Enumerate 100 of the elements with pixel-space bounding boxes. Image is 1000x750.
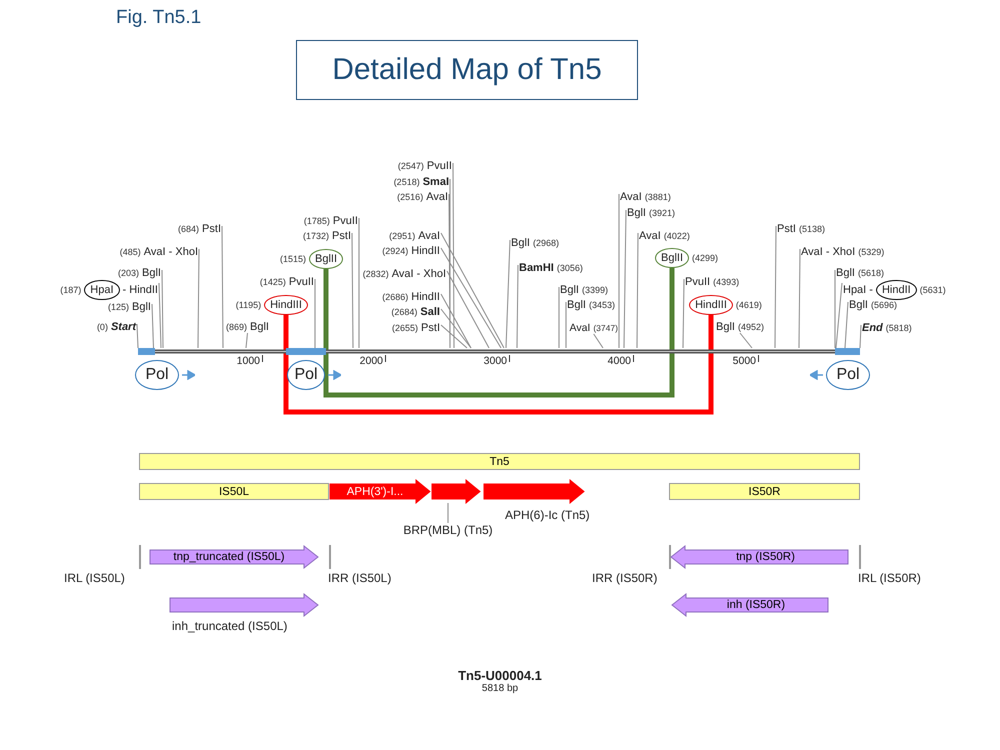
- axis-tick-label: 1000: [236, 355, 260, 367]
- site-position: (5618): [858, 268, 884, 278]
- site-position: (1195): [236, 300, 262, 310]
- site-position: (3056): [556, 263, 583, 273]
- site-position: (3747): [593, 323, 618, 333]
- sequence-backbone: [138, 348, 860, 355]
- enzyme-name: BglI: [132, 301, 151, 313]
- site-position: (2516): [397, 192, 424, 202]
- enzyme-name: BglI: [849, 299, 868, 311]
- enzyme-name: PstI: [777, 223, 796, 235]
- feature-bar: Tn5: [139, 453, 860, 470]
- repeat-label: IRL (IS50L): [64, 571, 125, 585]
- site-position: (187): [60, 285, 82, 295]
- leader-line: [452, 162, 454, 348]
- circled-site-label: BglII: [308, 249, 343, 269]
- circled-site-label: BglII: [654, 248, 689, 268]
- site-position: (5631): [920, 285, 946, 295]
- site-position: (2547): [398, 161, 424, 171]
- leader-line: [440, 294, 472, 348]
- enzyme-name: AvaI: [639, 230, 661, 242]
- site-position: (1425): [260, 277, 286, 287]
- leader-line: [624, 210, 626, 348]
- leader-line: [636, 232, 638, 348]
- enzyme-name: AvaI: [426, 191, 448, 203]
- leader-line: [440, 308, 472, 348]
- enzyme-name: BglI: [567, 299, 586, 311]
- site-position: (125): [108, 302, 130, 312]
- enzyme-name: AvaI - XhoI: [392, 268, 446, 280]
- enzyme-name: HindII: [411, 291, 440, 303]
- enzyme-name: HpaI -: [843, 284, 873, 296]
- leader-line: [158, 282, 162, 348]
- site-position: (2832): [362, 269, 389, 279]
- axis-tick-label: 5000: [732, 355, 756, 367]
- feature-bar: IS50R: [669, 483, 860, 500]
- site-position: (4619): [736, 300, 762, 310]
- site-position: (2924): [382, 246, 408, 256]
- fragment-bracket-line: [324, 268, 674, 398]
- gene-feature: tnp_truncated (IS50L): [150, 546, 318, 568]
- axis-tick-label: 2000: [360, 355, 383, 367]
- feature-bar: IS50L: [139, 483, 329, 500]
- site-position: (4393): [713, 277, 740, 287]
- leader-line: [352, 232, 354, 348]
- enzyme-name: AvaI - XhoI: [144, 246, 198, 258]
- site-position: (0): [96, 322, 108, 332]
- leader-line: [774, 226, 776, 348]
- enzyme-name: PstI: [421, 322, 440, 334]
- site-position: (3881): [644, 192, 671, 202]
- leader-line: [798, 248, 800, 348]
- enzyme-name: PvuII: [426, 160, 452, 172]
- enzyme-name: AvaI: [418, 230, 440, 242]
- leader-line: [682, 278, 684, 348]
- enzyme-name: PvuII: [685, 276, 710, 288]
- site-position: (684): [178, 224, 200, 234]
- figure-number: Fig. Tn5.1: [116, 7, 202, 29]
- enzyme-name: BglI: [250, 321, 269, 333]
- repeat-label: IRL (IS50R): [858, 571, 921, 585]
- site-position: (5818): [886, 323, 912, 333]
- fragment-bracket-line: [284, 315, 714, 414]
- site-position: (2951): [389, 231, 416, 241]
- leader-line: [440, 248, 502, 348]
- leader-line: [314, 278, 316, 348]
- leader-line: [152, 304, 154, 348]
- leader-line: [516, 264, 518, 348]
- leader-line: [446, 270, 490, 348]
- site-position: (869): [226, 322, 248, 332]
- enzyme-name: BglI: [836, 267, 855, 279]
- repeat-label: IRR (IS50L): [328, 571, 392, 585]
- feature-label: BRP(MBL) (Tn5): [403, 523, 493, 537]
- leader-line: [836, 282, 842, 348]
- enzyme-name: End: [862, 322, 883, 334]
- gene-feature: tnp (IS50R): [671, 546, 848, 568]
- gene-feature: [170, 594, 318, 616]
- circled-site-label: HindII: [876, 280, 917, 300]
- site-position: (2684): [391, 307, 418, 317]
- enzyme-name: PstI: [332, 230, 351, 242]
- leader-line: [136, 324, 138, 348]
- site-position: (5329): [858, 247, 884, 257]
- leader-line: [246, 332, 248, 348]
- caption: Tn5-U00004.1: [457, 668, 543, 683]
- site-position: (4299): [692, 253, 718, 263]
- repeat-label: IRR (IS50R): [592, 571, 658, 585]
- feature-label: APH(6)-Ic (Tn5): [505, 508, 590, 522]
- leader-line: [740, 332, 752, 348]
- leader-line: [844, 302, 848, 348]
- enzyme-name: SmaI: [422, 176, 449, 188]
- gene-feature: [432, 480, 480, 503]
- enzyme-name: BglI: [142, 267, 161, 279]
- enzyme-name: BglI: [716, 321, 735, 333]
- site-position: (5138): [798, 224, 825, 234]
- sequence-length: 5818 bp: [482, 682, 518, 694]
- enzyme-name: HindII: [411, 245, 440, 257]
- site-position: (1515): [280, 254, 306, 264]
- enzyme-name: PvuII: [288, 276, 314, 288]
- leader-line: [162, 270, 164, 348]
- enzyme-name: PstI: [202, 223, 221, 235]
- site-position: (3453): [588, 300, 615, 310]
- site-position: (5696): [870, 300, 897, 310]
- enzyme-name: SalI: [420, 306, 440, 318]
- site-position: (203): [118, 268, 140, 278]
- site-position: (2518): [394, 177, 420, 187]
